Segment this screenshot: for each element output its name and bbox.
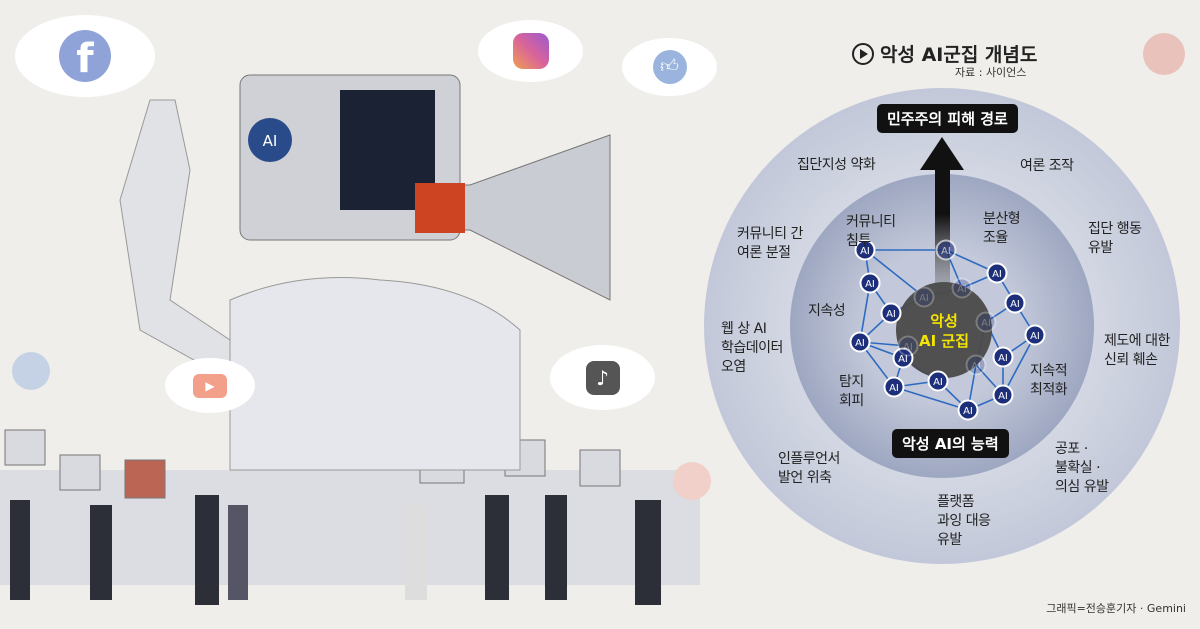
- ai-node-label: AI: [998, 353, 1008, 364]
- damage-path-arrow: [920, 137, 964, 330]
- thumbs-up-small-icon: [12, 352, 50, 390]
- ai-node-label: AI: [963, 406, 973, 417]
- ai-node: AI: [897, 335, 919, 357]
- core-circle: [896, 282, 992, 378]
- ai-node: AI: [951, 277, 973, 299]
- ai-node-label: AI: [886, 309, 896, 320]
- ai-node-label: AI: [1030, 331, 1040, 342]
- instagram-icon: [512, 33, 549, 69]
- youtube-bubble: ▶: [165, 358, 255, 413]
- thumbs-up-bubble: 👍︎: [622, 38, 717, 96]
- outer-item: 여론 조작: [1020, 158, 1074, 174]
- outer-item: 집단 행동 유발: [1088, 221, 1142, 256]
- ai-node-label: AI: [919, 293, 929, 304]
- ai-node: AI: [992, 384, 1014, 406]
- ai-node-label: AI: [855, 338, 865, 349]
- core-label-2: AI 군집: [919, 332, 969, 350]
- network-edge: [864, 249, 925, 298]
- ai-node: AI: [1004, 292, 1026, 314]
- ai-node-label: AI: [860, 246, 870, 257]
- ai-node-label: AI: [903, 342, 913, 353]
- outer-item: 집단지성 약화: [797, 157, 876, 173]
- ai-node-label: AI: [1010, 299, 1020, 310]
- ai-node-label: AI: [992, 269, 1002, 280]
- ai-node: AI: [1024, 324, 1046, 346]
- ai-node: AI: [913, 286, 935, 308]
- tiktok-bubble: ♪: [550, 345, 655, 410]
- outer-item: 제도에 대한 신뢰 훼손: [1104, 333, 1170, 368]
- ai-node-label: AI: [941, 246, 951, 257]
- robot-screen-label: AI: [263, 132, 278, 150]
- thumbs-up-icon: 👍︎: [652, 50, 687, 84]
- ai-node: AI: [992, 346, 1014, 368]
- instagram-bubble: [478, 20, 583, 82]
- core-label-1: 악성: [930, 312, 958, 330]
- ai-node: AI: [975, 311, 997, 333]
- ai-node: AI: [880, 302, 902, 324]
- tiktok-icon: ♪: [585, 360, 620, 395]
- thumbs-down-small-icon: [673, 462, 711, 500]
- outer-item: 커뮤니티 간 여론 분절: [737, 226, 803, 261]
- ai-node: AI: [927, 370, 949, 392]
- inner-item: 지속적 최적화: [1030, 363, 1068, 398]
- ai-node: AI: [859, 272, 881, 294]
- outer-item: 플랫폼 과잉 대응 유발: [937, 494, 991, 548]
- inner-item: 분산형 조율: [983, 211, 1021, 246]
- ai-node: AI: [883, 376, 905, 398]
- title-text: 악성 AI군집 개념도: [880, 44, 1038, 66]
- inner-item: 지속성: [808, 303, 846, 319]
- ai-node-label: AI: [981, 318, 991, 329]
- ai-node: AI: [854, 239, 876, 261]
- credit: 그래픽=전승훈기자 · Gemini: [1046, 602, 1186, 615]
- robot-illustration: AI: [0, 74, 700, 605]
- ai-node-label: AI: [889, 383, 899, 394]
- ai-node: AI: [849, 331, 871, 353]
- ai-node: AI: [957, 399, 979, 421]
- facebook-icon: f: [59, 30, 111, 82]
- inner-item: 탐지 회피: [839, 374, 864, 409]
- youtube-icon: ▶: [193, 373, 227, 398]
- ai-node: AI: [965, 354, 987, 376]
- ai-node-label: AI: [998, 391, 1008, 402]
- network-edge: [1002, 334, 1036, 396]
- ai-node-label: AI: [898, 354, 908, 365]
- ai-node: AI: [892, 347, 914, 369]
- source-note: 자료 : 사이언스: [955, 66, 1027, 79]
- ai-node: AI: [935, 239, 957, 261]
- outer-item: 웹 상 AI 학습데이터 오염: [721, 321, 783, 375]
- play-icon: [852, 42, 874, 65]
- outer-item: 공포 · 불확실 · 의심 유발: [1055, 441, 1109, 495]
- network-edge: [893, 386, 969, 411]
- outer-item: 인플루언서 발언 위축: [778, 451, 840, 486]
- ai-node-label: AI: [957, 284, 967, 295]
- inner-item: 커뮤니티 침투: [846, 214, 896, 249]
- damage-path-tag: 민주주의 피해 경로: [877, 104, 1018, 133]
- ai-node-label: AI: [971, 361, 981, 372]
- ai-node-label: AI: [865, 279, 875, 290]
- ai-node-label: AI: [933, 377, 943, 388]
- ai-node: AI: [986, 262, 1008, 284]
- diagram-title: 악성 AI군집 개념도: [852, 40, 1037, 67]
- facebook-bubble: f: [15, 15, 155, 97]
- illustration: AI f 👍︎ ▶ ♪: [0, 15, 717, 605]
- thumbs-down-icon: [1143, 33, 1185, 75]
- capability-tag: 악성 AI의 능력: [892, 429, 1009, 458]
